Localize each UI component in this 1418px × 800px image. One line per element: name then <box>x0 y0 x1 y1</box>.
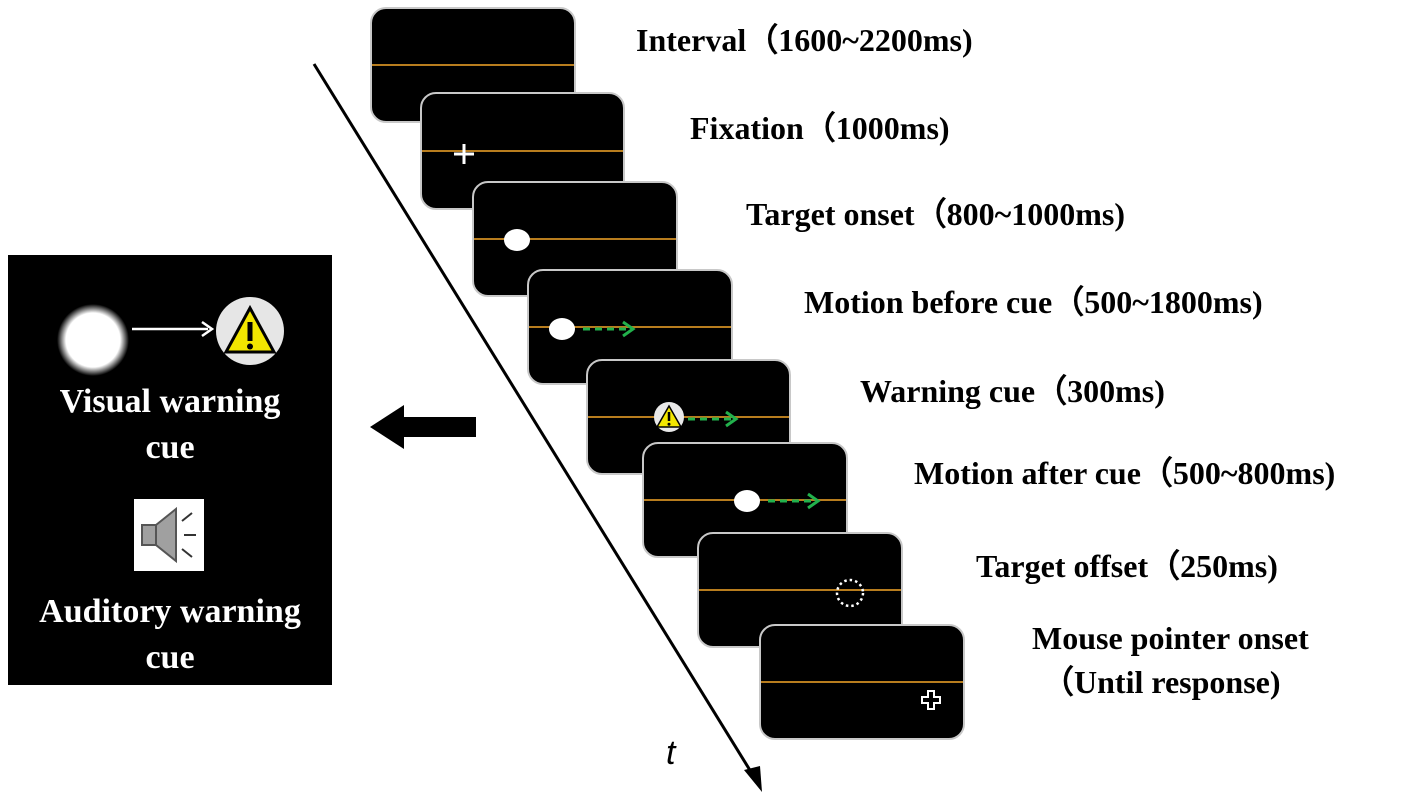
motion-arrow-icon <box>768 492 821 510</box>
blurred-circle-icon <box>57 304 129 376</box>
step-label-interval: Interval（1600~2200ms) <box>636 22 973 58</box>
mouse-pointer-cross-icon <box>921 690 941 710</box>
horizontal-line <box>761 681 963 683</box>
target-outline-dotted-icon <box>835 578 865 608</box>
screen-mouse-pointer-onset <box>759 624 965 740</box>
speaker-icon-tile <box>134 499 204 571</box>
transition-arrow-icon <box>132 320 215 338</box>
warning-sign-icon <box>654 402 684 432</box>
speaker-icon <box>141 506 196 564</box>
step-label-fixation: Fixation（1000ms) <box>690 110 950 146</box>
step-label-target-offset: Target offset（250ms) <box>976 548 1278 584</box>
step-label-until-response: （Until response) <box>1042 664 1281 700</box>
motion-arrow-icon <box>583 320 636 338</box>
target-circle-icon <box>549 318 575 340</box>
fixation-cross-icon <box>454 144 474 164</box>
auditory-cue-label: Auditory warning cue <box>39 593 301 676</box>
step-label-target-onset: Target onset（800~1000ms) <box>746 196 1125 232</box>
horizontal-line <box>588 416 789 418</box>
warning-sign-icon <box>216 297 284 365</box>
time-axis-label: t <box>666 734 676 772</box>
horizontal-line <box>474 238 676 240</box>
left-arrow-icon <box>370 405 476 449</box>
motion-arrow-icon <box>688 410 739 428</box>
step-label-motion-after-cue: Motion after cue（500~800ms) <box>914 455 1336 491</box>
step-label-mouse-pointer-onset: Mouse pointer onset <box>1032 620 1309 656</box>
warning-cue-legend: Visual warning cue Auditory warning cue <box>8 255 332 685</box>
target-circle-icon <box>734 490 760 512</box>
horizontal-line <box>422 150 623 152</box>
step-label-motion-before-cue: Motion before cue（500~1800ms) <box>804 284 1263 320</box>
horizontal-line <box>699 589 901 591</box>
visual-cue-label: Visual warning cue <box>59 383 281 466</box>
horizontal-line <box>372 64 574 66</box>
target-circle-icon <box>504 229 530 251</box>
step-label-warning-cue: Warning cue（300ms) <box>860 373 1165 409</box>
